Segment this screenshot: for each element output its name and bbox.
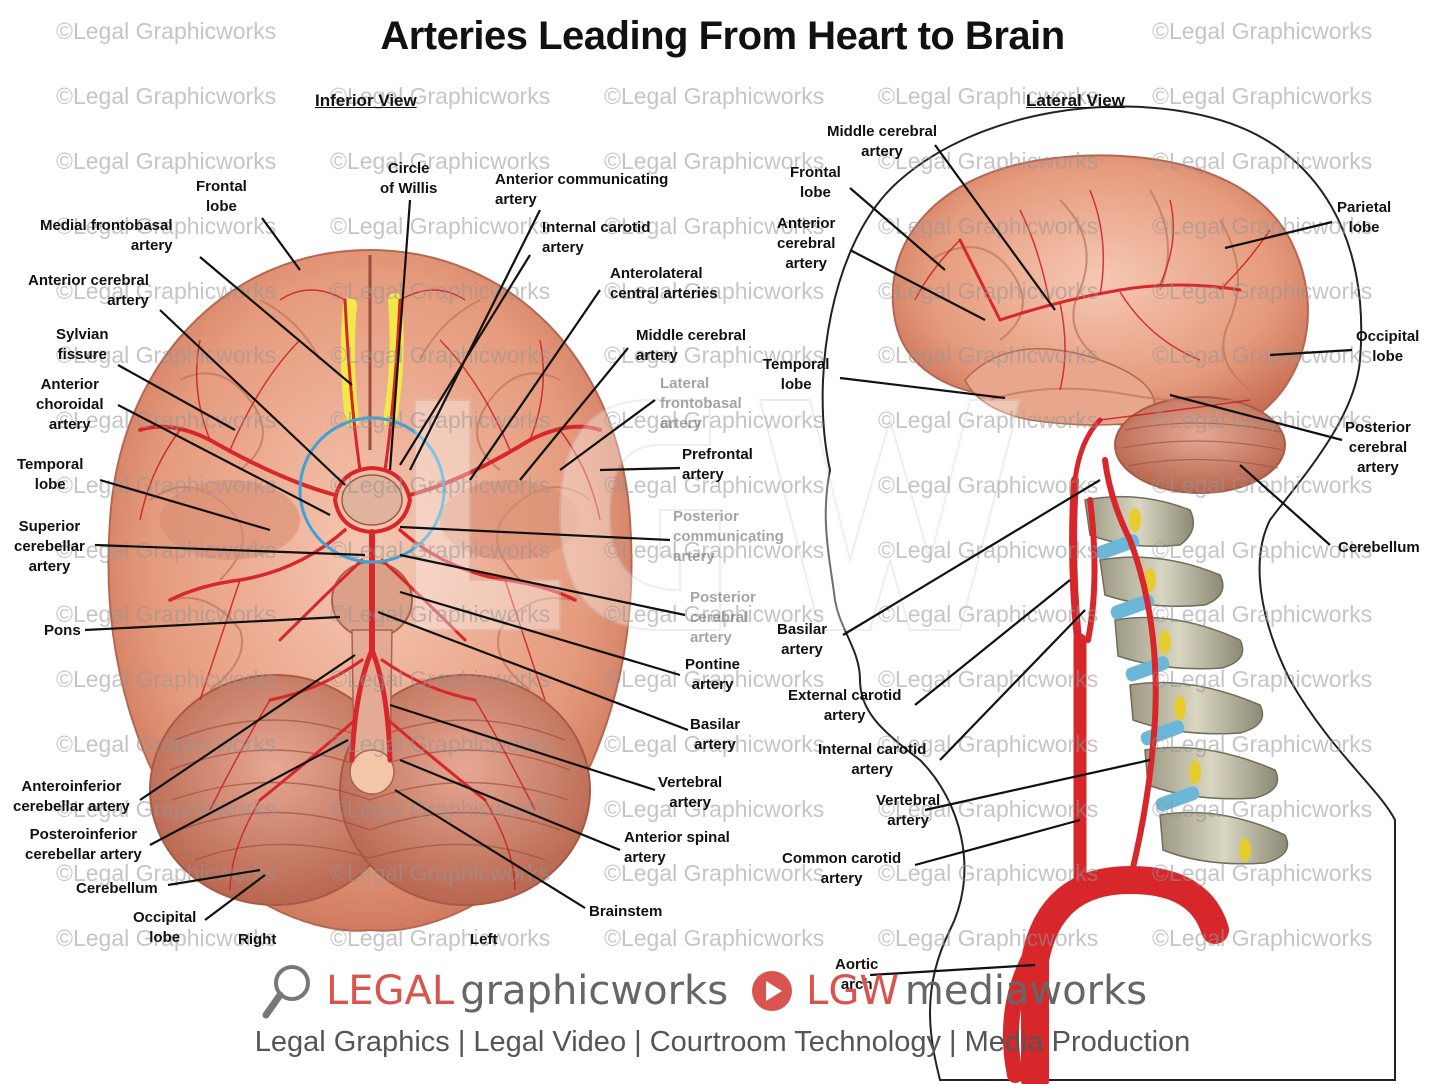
label-lat-occipital-lobe: Occipital lobe	[1356, 328, 1420, 365]
label-inf-posterior-communicating: Posterior communicating artery	[673, 508, 784, 565]
label-lat-common-carotid: Common carotid artery	[782, 850, 902, 887]
label-lat-internal-carotid: Internal carotid artery	[818, 741, 927, 778]
play-icon	[752, 971, 793, 1011]
label-lat-basilar: Basilar artery	[777, 621, 828, 658]
label-inf-left: Left	[470, 931, 498, 948]
magnifier-icon	[262, 965, 310, 1019]
label-inf-circle-of-willis: Circle of Willis	[380, 160, 438, 197]
label-inf-frontal-lobe: Frontal lobe	[196, 178, 247, 215]
label-inf-basilar: Basilar artery	[690, 716, 741, 753]
logo-mediaworks-text: mediaworks	[904, 968, 1148, 1014]
logo-legal-text: LEGAL	[326, 968, 455, 1014]
footer-logos: LEGAL graphicworks LGW mediaworks	[262, 963, 1202, 1019]
label-inf-anterior-communicating: Anterior communicating artery	[495, 171, 669, 208]
label-lat-middle-cerebral: Middle cerebral artery	[827, 123, 938, 160]
page-title: Arteries Leading From Heart to Brain	[380, 14, 1065, 58]
lateral-view-heading: Lateral View	[1026, 91, 1125, 110]
label-inf-anterior-cerebral: Anterior cerebral artery	[28, 272, 149, 309]
label-inf-anterolateral-central: Anterolateral central arteries	[610, 265, 718, 302]
label-inf-lateral-frontobasal: Lateral frontobasal artery	[660, 375, 742, 432]
label-inf-anterior-spinal: Anterior spinal artery	[624, 829, 730, 866]
label-lat-vertebral: Vertebral artery	[876, 792, 941, 829]
label-inf-sylvian-fissure: Sylvian fissure	[56, 326, 109, 363]
label-lat-anterior-cerebral: Anterior cerebral artery	[777, 215, 836, 272]
label-inf-temporal-lobe: Temporal lobe	[17, 456, 84, 493]
label-inf-right: Right	[238, 931, 277, 948]
label-lat-cerebellum: Cerebellum	[1338, 539, 1420, 556]
label-inf-pons: Pons	[44, 622, 81, 639]
label-inf-middle-cerebral: Middle cerebral artery	[636, 327, 747, 364]
aortic-arch-vessel	[1021, 865, 1229, 1084]
label-lat-frontal-lobe: Frontal lobe	[790, 164, 841, 201]
label-inf-superior-cerebellar: Superior cerebellar artery	[14, 518, 85, 575]
label-inf-occipital-lobe: Occipital lobe	[133, 909, 197, 946]
head-silhouette	[821, 105, 1396, 1081]
label-inf-anterior-choroidal: Anterior choroidal artery	[36, 376, 104, 433]
label-inf-vertebral: Vertebral artery	[658, 774, 723, 811]
label-lat-external-carotid: External carotid artery	[788, 687, 902, 724]
label-inf-medial-frontobasal: Medial frontobasal artery	[40, 217, 173, 254]
label-inf-prefrontal: Prefrontal artery	[682, 446, 753, 483]
inferior-view-heading: Inferior View	[315, 91, 417, 110]
logo-lgw-text: LGW	[806, 968, 899, 1014]
label-inf-internal-carotid: Internal carotid artery	[542, 219, 651, 256]
label-inf-anteroinferior-cerebellar: Anteroinferior cerebellar artery	[13, 778, 130, 815]
label-lat-parietal-lobe: Parietal lobe	[1337, 199, 1392, 236]
label-inf-brainstem: Brainstem	[589, 903, 663, 920]
label-inf-posteroinferior-cerebellar: Posteroinferior cerebellar artery	[25, 826, 142, 863]
label-inf-pontine: Pontine artery	[685, 656, 740, 693]
label-lat-aortic-arch: Aortic arch	[835, 956, 879, 993]
lateral-head	[821, 105, 1396, 1084]
label-inf-cerebellum: Cerebellum	[76, 880, 158, 897]
footer-tagline: Legal Graphics | Legal Video | Courtroom…	[254, 1026, 1191, 1058]
label-inf-posterior-cerebral: Posterior cerebral artery	[690, 589, 756, 646]
cervical-spine	[1084, 495, 1289, 865]
label-lat-posterior-cerebral: Posterior cerebral artery	[1345, 419, 1411, 476]
logo-graphicworks-text: graphicworks	[460, 968, 729, 1014]
label-lat-temporal-lobe: Temporal lobe	[763, 356, 830, 393]
